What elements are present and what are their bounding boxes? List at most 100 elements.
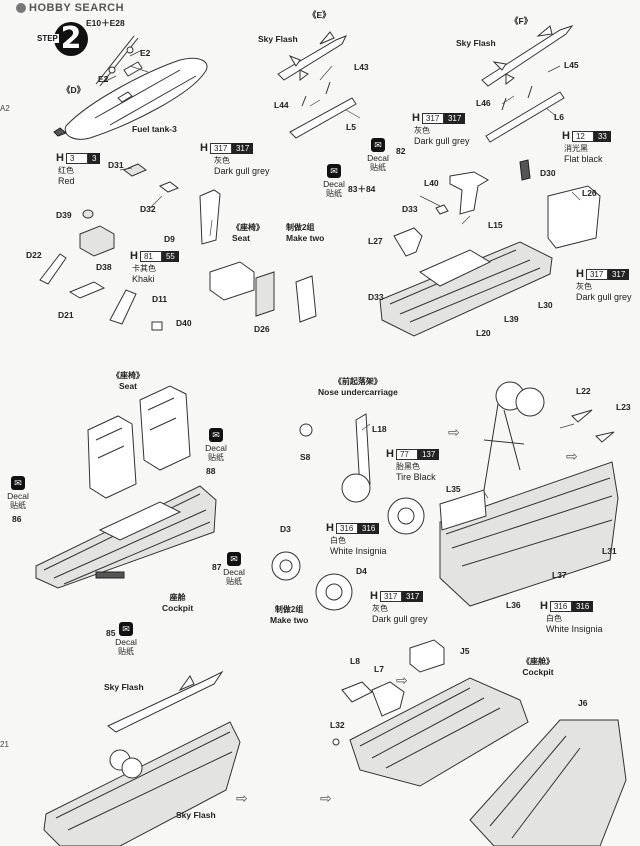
paint-callout-gull-2: H 317 317 (412, 112, 466, 124)
paint-cn: 胎黑色 (396, 462, 420, 471)
decal-en: Decal (115, 637, 137, 647)
paint-callout-khaki: H 81 55 (130, 250, 179, 262)
paint-cn: 卡其色 (132, 264, 156, 273)
part-d31: D31 (108, 160, 124, 170)
paint-dcode: 316 (571, 600, 594, 612)
seat-cn-label: 《座椅》Seat (232, 222, 264, 243)
decal-cn: 贴纸 (208, 453, 224, 462)
decal-en: Decal (223, 567, 245, 577)
paint-name-gull-4: 灰色 Dark gull grey (372, 604, 428, 624)
paint-dcode: 317 (607, 268, 630, 280)
paint-dcode: 55 (161, 250, 179, 262)
paint-en: Dark gull grey (372, 614, 428, 624)
nose-en: Nose undercarriage (318, 387, 398, 397)
paint-h: H (412, 112, 420, 124)
seat-parts-drawing (39, 163, 221, 331)
part-d-group: 《D》 (62, 85, 86, 95)
brand-logo-icon (16, 3, 26, 14)
nose-cn: 《前起落架》 (333, 377, 382, 386)
paint-code: 81 (139, 250, 162, 262)
part-l32: L32 (330, 720, 345, 730)
part-e2-b: E2 (98, 74, 109, 84)
sky-flash-label-4: Sky Flash (176, 810, 216, 820)
decal-icon: ✉ (327, 164, 341, 178)
part-d9: D9 (164, 234, 175, 244)
part-l8: L8 (350, 656, 360, 666)
part-d11: D11 (152, 294, 168, 304)
decal-icon: ✉ (227, 552, 241, 566)
paint-h: H (562, 130, 570, 142)
seat-cn: 《座椅》 (232, 223, 264, 232)
part-86: 86 (12, 514, 22, 524)
paint-name-khaki: 卡其色 Khaki (132, 264, 156, 284)
make-two2-cn: 制做2组 (274, 605, 304, 614)
part-85: 85 (106, 628, 116, 638)
paint-callout-tire: H 77 137 (386, 448, 440, 460)
decal-en: Decal (7, 491, 29, 501)
decal-callout-5: ✉ Decal 贴纸 (212, 552, 256, 587)
paint-en: Tire Black (396, 472, 436, 482)
part-l39: L39 (504, 314, 519, 324)
part-d3: D3 (280, 524, 291, 534)
part-l44: L44 (274, 100, 289, 110)
decal-callout-2: ✉ Decal 贴纸 (312, 164, 356, 199)
nose-gear-drawing (271, 413, 425, 611)
lower-left-drawing (43, 670, 241, 846)
paint-cn: 灰色 (214, 156, 230, 165)
arrow-icon: ⇨ (396, 672, 408, 688)
paint-en: Khaki (132, 274, 155, 284)
paint-en: Red (58, 176, 75, 186)
paint-cn: 灰色 (576, 282, 592, 291)
part-l46: L46 (476, 98, 491, 108)
group-f-label: 《F》 (510, 16, 533, 26)
sky-flash-label-1: Sky Flash (258, 34, 298, 44)
cockpit-cn: 座舱 (169, 593, 186, 602)
paint-name-red: 红色 Red (58, 166, 75, 186)
paint-code: 317 (585, 268, 608, 280)
paint-callout-red: H 3 3 (56, 152, 101, 164)
paint-h: H (56, 152, 64, 164)
paint-en: Flat black (564, 154, 603, 164)
fuel-tank-drawing (53, 35, 208, 140)
paint-en: White Insignia (546, 624, 603, 634)
part-l37: L37 (552, 570, 567, 580)
part-l43: L43 (354, 62, 369, 72)
decal-icon: ✉ (119, 622, 133, 636)
seat2-en: Seat (119, 381, 137, 391)
paint-name-white-2: 白色 White Insignia (546, 614, 603, 634)
paint-dcode: 33 (593, 130, 611, 142)
paint-name-gull-1: 灰色 Dark gull grey (214, 156, 270, 176)
arrow-icon: ⇨ (320, 790, 332, 806)
paint-dcode: 316 (357, 522, 380, 534)
part-l31: L31 (602, 546, 617, 556)
make-two-cn: 制做2组 (286, 223, 315, 232)
paint-en: Dark gull grey (414, 136, 470, 146)
part-d39: D39 (56, 210, 72, 220)
part-d22: D22 (26, 250, 42, 260)
fuel-tank-label: Fuel tank-3 (132, 124, 177, 134)
paint-code: 317 (421, 112, 444, 124)
seat2-label: 《座椅》Seat (112, 370, 144, 391)
paint-callout-gull-3: H 317 317 (576, 268, 630, 280)
paint-h: H (370, 590, 378, 602)
part-l6: L6 (554, 112, 564, 122)
missile-f-drawing (481, 25, 574, 143)
main-gear-drawing (483, 381, 615, 491)
decal-cn: 贴纸 (326, 189, 342, 198)
part-l22: L22 (576, 386, 591, 396)
arrow-icon: ⇨ (448, 424, 460, 440)
part-l45: L45 (564, 60, 579, 70)
arrow-icon: ⇨ (566, 448, 578, 464)
part-d30: D30 (540, 168, 556, 178)
seat2-cn: 《座椅》 (112, 371, 144, 380)
cockpit2-cn: 《座舱》 (522, 657, 554, 666)
paint-name-gull-3: 灰色 Dark gull grey (576, 282, 632, 302)
decal-icon: ✉ (371, 138, 385, 152)
part-l36: L36 (506, 600, 521, 610)
paint-cn: 灰色 (372, 604, 388, 613)
paint-code: 77 (395, 448, 418, 460)
